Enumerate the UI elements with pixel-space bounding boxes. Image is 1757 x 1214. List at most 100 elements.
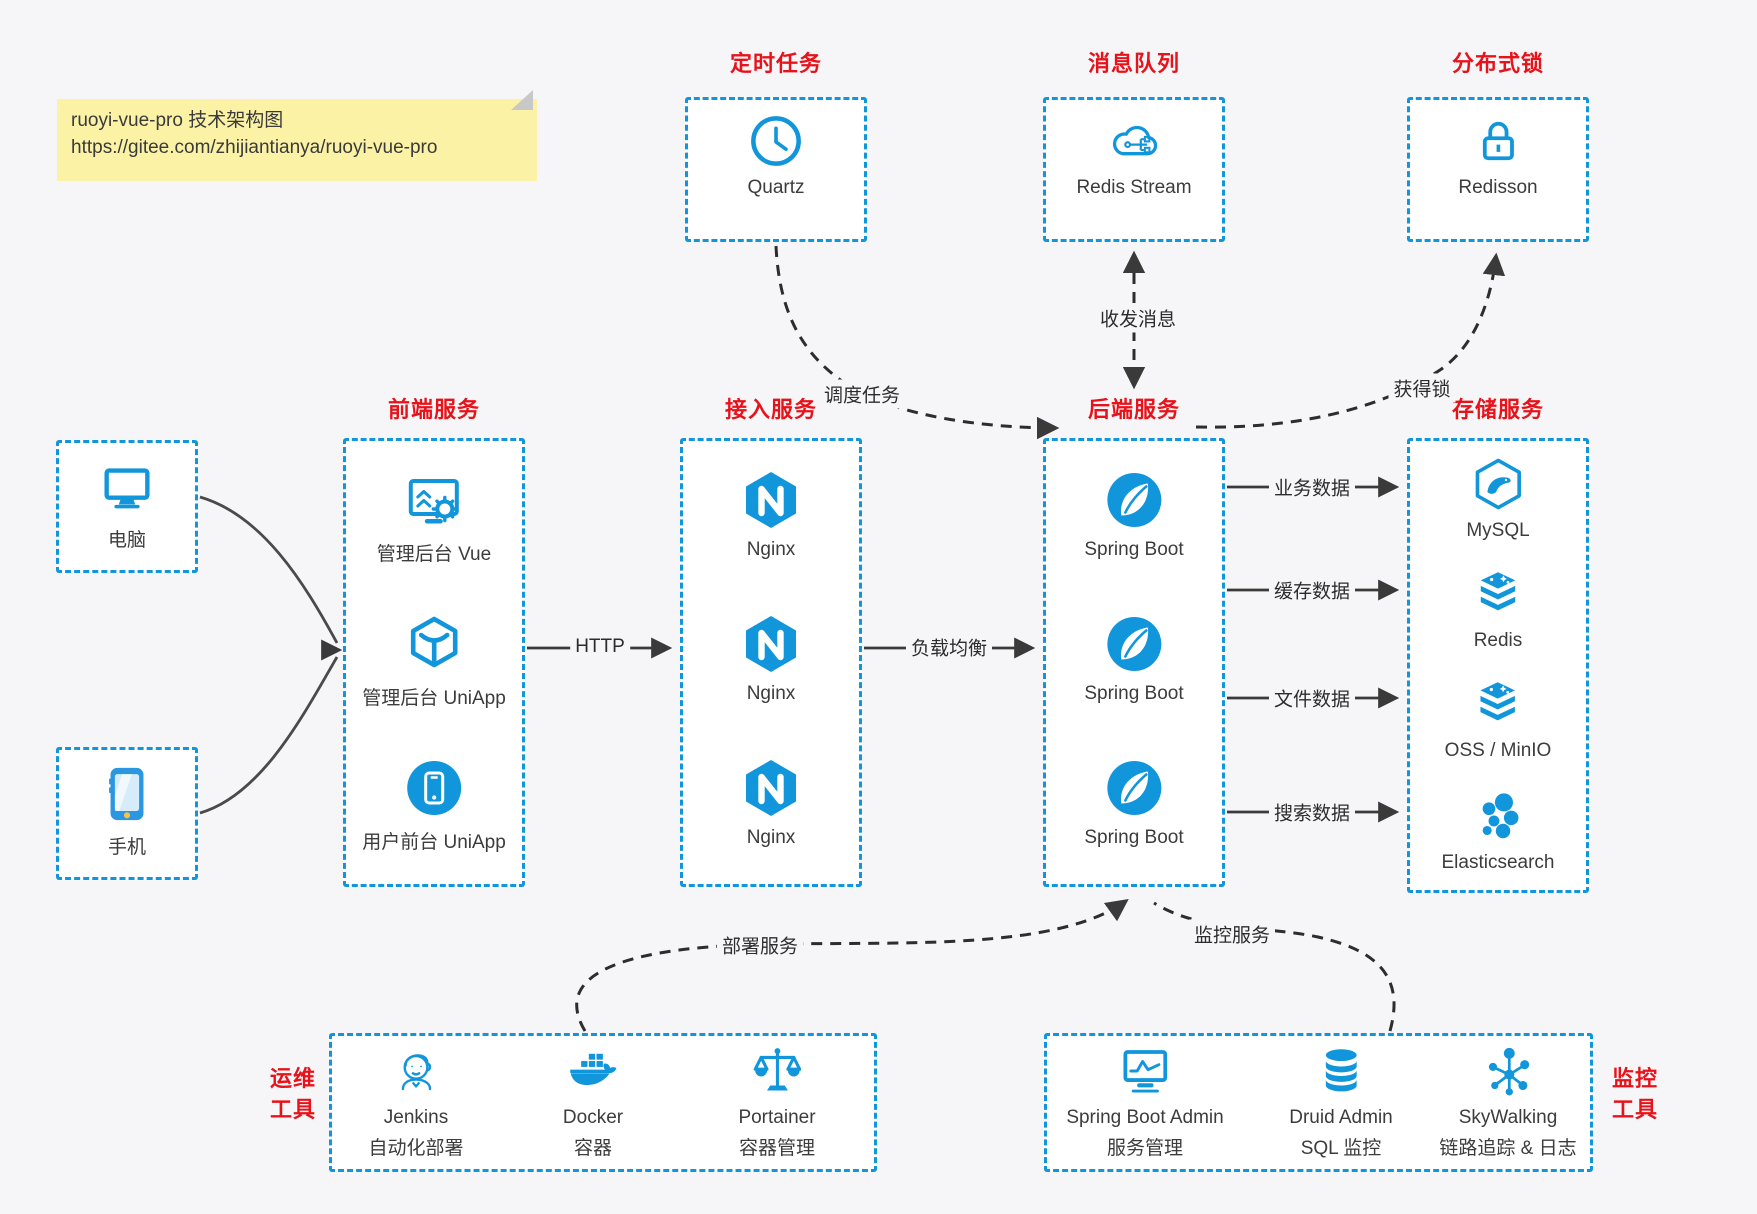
node-druid-admin: Druid Admin SQL 监控: [1289, 1042, 1393, 1160]
node-label: OSS / MinIO: [1444, 740, 1552, 761]
node-label: Nginx: [746, 827, 796, 848]
node-label: Nginx: [746, 683, 796, 704]
node-sublabel: 容器管理: [738, 1138, 816, 1159]
redis-stack-icon: [1469, 565, 1527, 623]
node-skywalking: SkyWalking 链路追踪 & 日志: [1439, 1042, 1577, 1160]
druid-icon: [1312, 1042, 1370, 1100]
edge-label-http: HTTP: [570, 635, 630, 659]
title-message-queue: 消息队列: [1087, 51, 1181, 76]
node-label: Spring Boot Admin: [1066, 1107, 1224, 1128]
node-label: MySQL: [1466, 520, 1530, 541]
admin-vue-icon: [402, 468, 466, 532]
node-nginx-1: Nginx: [739, 468, 803, 561]
node-label: 用户前台 UniApp: [362, 832, 506, 853]
node-nginx-2: Nginx: [739, 612, 803, 705]
skywalking-icon: [1479, 1042, 1537, 1100]
note-url: https://gitee.com/zhijiantianya/ruoyi-vu…: [71, 137, 438, 158]
user-app-icon: [402, 756, 466, 820]
node-sublabel: 容器: [573, 1138, 612, 1159]
node-quartz: Quartz: [747, 112, 805, 199]
edge-label-lock: 获得锁: [1388, 373, 1456, 403]
edge-deploy-service: [575, 899, 1129, 1032]
node-pc: 电脑: [96, 456, 158, 552]
node-redisson: Redisson: [1458, 112, 1538, 199]
edge-pc-to-frontend: [199, 495, 339, 644]
edge-label-message: 收发消息: [1094, 303, 1182, 333]
node-springboot-admin: Spring Boot Admin 服务管理: [1066, 1042, 1224, 1160]
node-sublabel: 自动化部署: [368, 1138, 464, 1159]
spring-boot-icon: [1102, 756, 1166, 820]
nginx-icon: [739, 612, 803, 676]
jenkins-icon: [387, 1042, 445, 1100]
node-portainer: Portainer 容器管理: [738, 1042, 816, 1160]
title-gateway: 接入服务: [724, 397, 818, 422]
node-oss-minio: OSS / MinIO: [1444, 675, 1552, 762]
box-distributed-lock: [1407, 97, 1589, 242]
title-scheduled-tasks: 定时任务: [729, 51, 823, 76]
node-phone: 手机: [96, 763, 158, 859]
portainer-icon: [748, 1042, 806, 1100]
note-fold-corner: [511, 90, 533, 110]
box-message-queue: [1043, 97, 1225, 242]
node-label: 手机: [107, 837, 146, 858]
title-frontend: 前端服务: [387, 397, 481, 422]
box-scheduled-tasks: [685, 97, 867, 242]
cloud-queue-icon: [1105, 112, 1163, 170]
node-label: Docker: [562, 1107, 624, 1128]
node-label: 电脑: [107, 530, 146, 551]
nginx-icon: [739, 756, 803, 820]
nginx-icon: [739, 468, 803, 532]
edge-label-search-data: 搜索数据: [1268, 797, 1356, 827]
node-sublabel: SQL 监控: [1300, 1138, 1382, 1159]
node-redis-stream: Redis Stream: [1076, 112, 1192, 199]
ops-title-line2: 工具: [269, 1097, 316, 1122]
monitor-title-line2: 工具: [1612, 1097, 1659, 1122]
node-label: Spring Boot: [1084, 827, 1184, 848]
node-label: Elasticsearch: [1441, 852, 1555, 873]
clock-icon: [747, 112, 805, 170]
node-label: 管理后台 UniApp: [362, 688, 506, 709]
node-jenkins: Jenkins 自动化部署: [368, 1042, 464, 1160]
node-label: Spring Boot: [1084, 539, 1184, 560]
edge-label-load-balance: 负载均衡: [905, 632, 993, 662]
edge-label-deploy: 部署服务: [716, 930, 804, 960]
node-springboot-1: Spring Boot: [1084, 468, 1184, 561]
desktop-icon: [96, 456, 158, 518]
phone-icon: [96, 763, 158, 825]
title-ops-tools: 运维 工具: [252, 1063, 316, 1125]
lock-icon: [1469, 112, 1527, 170]
edge-label-cache-data: 缓存数据: [1268, 575, 1356, 605]
mysql-icon: [1469, 455, 1527, 513]
edge-label-business-data: 业务数据: [1268, 472, 1356, 502]
node-sublabel: 链路追踪 & 日志: [1439, 1138, 1577, 1159]
monitor-title-line1: 监控: [1612, 1066, 1659, 1091]
box-storage: [1407, 438, 1589, 893]
node-label: Portainer: [738, 1107, 816, 1128]
node-admin-uniapp: 管理后台 UniApp: [362, 612, 506, 710]
uniapp-cube-icon: [402, 612, 466, 676]
ops-title-line1: 运维: [269, 1066, 316, 1091]
node-docker: Docker 容器: [563, 1042, 623, 1160]
title-monitor-tools: 监控 工具: [1612, 1063, 1676, 1125]
title-distributed-lock: 分布式锁: [1451, 51, 1545, 76]
oss-stack-icon: [1469, 675, 1527, 733]
node-nginx-3: Nginx: [739, 756, 803, 849]
node-springboot-3: Spring Boot: [1084, 756, 1184, 849]
edge-phone-to-frontend: [199, 656, 339, 815]
node-springboot-2: Spring Boot: [1084, 612, 1184, 705]
title-backend: 后端服务: [1087, 397, 1181, 422]
note-title: ruoyi-vue-pro 技术架构图: [71, 110, 284, 131]
spring-boot-icon: [1102, 612, 1166, 676]
node-sublabel: 服务管理: [1106, 1138, 1183, 1159]
edge-label-schedule: 调度任务: [818, 379, 906, 409]
node-elasticsearch: Elasticsearch: [1442, 787, 1555, 874]
springboot-admin-icon: [1116, 1042, 1174, 1100]
edge-label-monitor: 监控服务: [1188, 919, 1276, 949]
spring-boot-icon: [1102, 468, 1166, 532]
node-label: Nginx: [746, 539, 796, 560]
node-label: Druid Admin: [1289, 1107, 1393, 1128]
node-user-uniapp: 用户前台 UniApp: [362, 756, 506, 854]
node-label: Quartz: [747, 177, 805, 198]
node-label: Jenkins: [383, 1107, 449, 1128]
elasticsearch-icon: [1469, 787, 1527, 845]
